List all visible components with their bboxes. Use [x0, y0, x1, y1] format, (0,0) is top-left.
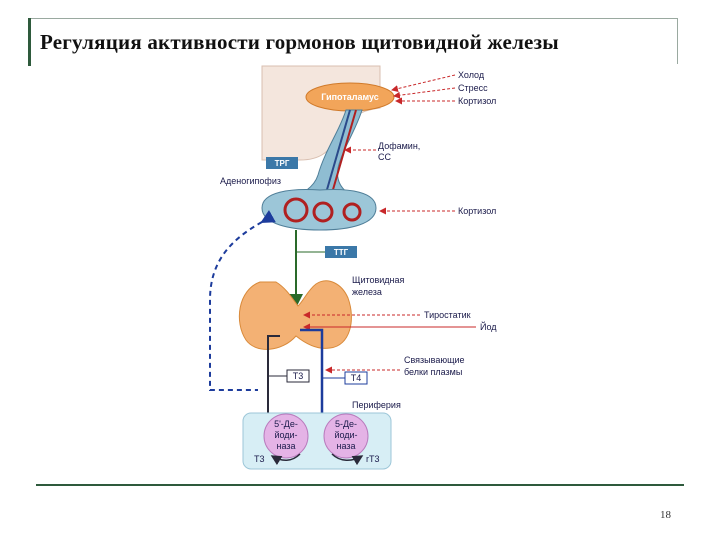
binding-proteins-line1: Связывающие: [404, 355, 465, 365]
pituitary-vessel-3: [342, 202, 362, 222]
negative-feedback-loop: [209, 210, 276, 391]
t3-path: [261, 335, 280, 442]
tsh-box: [325, 246, 357, 258]
tsh-label: ТТГ: [334, 248, 349, 257]
frame-left-bar: [28, 18, 31, 66]
deiodinase-left-line2: йоди-: [274, 430, 297, 440]
bottom-rule: [36, 484, 684, 486]
deiodinase-left-circle: [263, 413, 309, 459]
deiodinase-left-line3: наза: [276, 441, 295, 451]
thyrostatic-label: Тиростатик: [424, 310, 471, 320]
dopamine-label: Дофамин,: [378, 141, 420, 151]
output-rt3-label: rT3: [366, 454, 380, 464]
frame-top-line: [28, 18, 678, 19]
somatostatin-label: СС: [378, 152, 391, 162]
frame-right-line: [677, 18, 678, 64]
cortisol-pituitary-label: Кортизол: [458, 206, 496, 216]
hypothalamus-label: Гипоталамус: [321, 92, 379, 102]
t4-box-label: T4: [351, 373, 362, 383]
t4-path: [300, 328, 331, 443]
t3-box-label: T3: [293, 371, 304, 381]
brain-tissue: [261, 65, 381, 161]
portal-vessel-red: [329, 109, 357, 201]
deiodinase-left-line1: 5'-Де-: [274, 419, 298, 429]
t3-output-arrow: [270, 453, 301, 466]
deiodinase-right-circle: [323, 413, 369, 459]
pituitary-vessel-1: [283, 197, 309, 223]
stress-arrow: [393, 87, 456, 99]
thyroid-label-line2: железа: [352, 287, 382, 297]
thyroid-label-line1: Щитовидная: [352, 275, 405, 285]
deiodinase-right-line2: йоди-: [334, 430, 357, 440]
portal-vessel-blue: [323, 109, 351, 201]
thyroid-gland-shape: [238, 280, 352, 350]
cortisol-top-label: Кортизол: [458, 96, 496, 106]
binding-proteins-line2: белки плазмы: [404, 367, 462, 377]
trh-box: [266, 157, 298, 169]
cold-arrow: [391, 74, 456, 93]
rt3-output-arrow: [331, 453, 364, 466]
stress-label: Стресс: [458, 83, 488, 93]
output-t3-label: T3: [254, 454, 265, 464]
cold-label: Холод: [458, 70, 485, 80]
adenohypophysis-label: Аденогипофиз: [220, 176, 281, 186]
iodine-label: Йод: [480, 321, 497, 332]
pituitary-vessel-2: [312, 201, 334, 223]
deiodinase-right-line3: наза: [336, 441, 355, 451]
slide-title: Регуляция активности гормонов щитовидной…: [40, 30, 559, 54]
deiodinase-right-line1: 5-Де-: [335, 419, 357, 429]
page-number: 18: [660, 509, 671, 521]
periphery-label: Периферия: [352, 400, 401, 410]
trh-label: ТРГ: [275, 159, 290, 168]
